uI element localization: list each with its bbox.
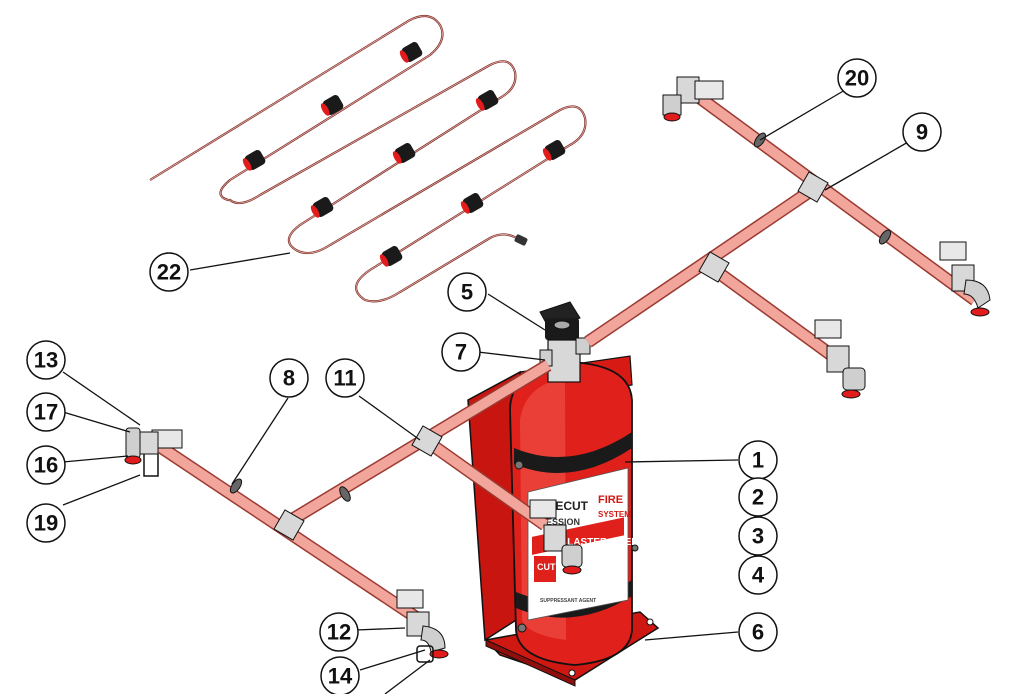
svg-text:22: 22: [157, 260, 181, 285]
callouts: 1 2 3 4 5 6 7 8 9 11 12 13 14 16 17 19 2…: [26, 58, 942, 694]
svg-text:4: 4: [752, 563, 765, 588]
svg-text:12: 12: [327, 620, 351, 645]
callout-17: 17: [26, 392, 66, 432]
callout-8: 8: [269, 358, 309, 398]
callout-2: 2: [738, 477, 778, 517]
leader-lines: [62, 89, 923, 694]
svg-text:17: 17: [34, 400, 58, 425]
callout-6: 6: [738, 612, 778, 652]
svg-text:7: 7: [455, 340, 467, 365]
svg-text:5: 5: [461, 280, 473, 305]
callout-7: 7: [441, 332, 481, 372]
callout-13: 13: [26, 340, 66, 380]
callout-19: 19: [26, 503, 66, 543]
svg-text:3: 3: [752, 524, 764, 549]
valve-solenoid: [539, 301, 581, 340]
tee-fitting: [273, 171, 829, 541]
svg-text:6: 6: [752, 620, 764, 645]
callout-22: 22: [149, 252, 189, 292]
nozzle: [124, 76, 991, 663]
cylinder-system-text: SYSTEM: [598, 510, 631, 519]
callout-11: 11: [325, 358, 365, 398]
cylinder-fire-text: FIRE: [598, 494, 623, 506]
cylinder-suppression-text: ESSION: [546, 517, 580, 527]
cylinder-brand-text: ZECUT: [548, 499, 589, 513]
svg-text:16: 16: [34, 453, 58, 478]
callout-4: 4: [738, 555, 778, 595]
callout-16: 16: [26, 445, 66, 485]
cylinder-agent-text: BLASTER AGENT: [560, 537, 645, 548]
callout-20: 20: [837, 58, 877, 98]
tube-clips: [242, 42, 566, 267]
svg-text:2: 2: [752, 485, 764, 510]
callout-9: 9: [902, 112, 942, 152]
valve: [539, 337, 591, 383]
callout-5: 5: [447, 272, 487, 312]
svg-text:8: 8: [283, 366, 295, 391]
svg-text:9: 9: [916, 120, 928, 145]
cylinder-small-print: SUPPRESSANT AGENT: [540, 598, 596, 604]
svg-text:1: 1: [752, 448, 764, 473]
detection-tube: [149, 14, 587, 303]
callout-3: 3: [738, 516, 778, 556]
svg-text:14: 14: [328, 664, 353, 689]
svg-text:13: 13: [34, 348, 58, 373]
cylinder-cut-text: CUT: [537, 562, 556, 572]
svg-text:19: 19: [34, 511, 58, 536]
svg-text:11: 11: [333, 366, 356, 391]
svg-text:20: 20: [845, 66, 869, 91]
callout-14: 14: [320, 656, 360, 694]
callout-1: 1: [738, 440, 778, 480]
callout-12: 12: [319, 612, 359, 652]
